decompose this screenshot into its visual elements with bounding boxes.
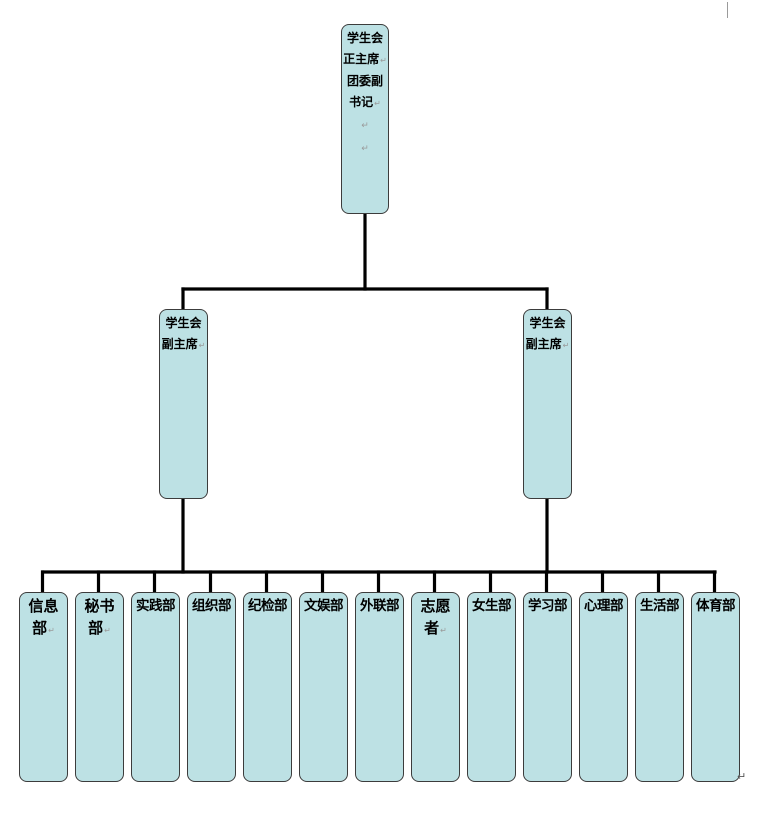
department-box: 志愿者↵ [411,592,460,782]
department-box: 纪检部 [243,592,292,782]
department-box: 体育部 [691,592,740,782]
department-label: 纪检部 [248,598,288,614]
vp-left-line-1: 学生会 [165,316,202,330]
department-box: 女生部 [467,592,516,782]
department-label: 秘书 [84,597,115,615]
department-label: 部 [32,619,48,637]
root-line-3: 团委副 [346,74,383,88]
paragraph-mark: ↵ [361,121,369,131]
department-label: 文娱部 [304,598,344,614]
department-label: 体育部 [696,598,736,614]
paragraph-mark: ↵ [440,626,447,635]
vice-president-box-left: 学生会 副主席↵ [159,309,208,499]
department-label: 生活部 [640,598,680,614]
department-box: 实践部 [131,592,180,782]
vice-president-box-right: 学生会 副主席↵ [523,309,572,499]
department-label: 部 [88,619,104,637]
paragraph-mark: ↵ [374,98,381,108]
root-president-box: 学生会 正主席↵ 团委副 书记↵ ↵ ↵ [341,24,389,214]
paragraph-mark: ↵ [198,340,206,350]
vp-right-line-1: 学生会 [529,316,566,330]
department-label: 志愿 [420,597,451,615]
vp-left-line-2: 副主席 [161,336,198,351]
text-cursor [727,2,728,18]
paragraph-mark: ↵ [361,143,369,154]
department-label: 者 [424,619,440,637]
department-drops [40,570,717,594]
root-line-2: 正主席 [343,51,380,66]
department-label: 实践部 [136,598,176,614]
department-box: 秘书部↵ [75,592,124,782]
paragraph-mark: ↵ [104,626,111,635]
department-label: 学习部 [528,598,568,614]
paragraph-mark: ↵ [562,340,570,350]
department-label: 信息 [28,597,59,615]
department-box: 外联部 [355,592,404,782]
paragraph-mark: ↵ [48,626,55,635]
department-label: 组织部 [192,598,232,614]
department-box: 信息部↵ [19,592,68,782]
department-label: 心理部 [584,598,624,614]
vp-right-line-2: 副主席 [525,336,562,351]
root-line-1: 学生会 [346,31,383,45]
department-box: 文娱部 [299,592,348,782]
department-label: 外联部 [360,598,400,614]
department-box: 学习部 [523,592,572,782]
department-label: 女生部 [472,598,512,614]
department-box: 心理部 [579,592,628,782]
end-paragraph-mark: ↵ [737,770,747,783]
paragraph-mark: ↵ [380,55,387,65]
department-box: 组织部 [187,592,236,782]
root-line-4: 书记 [349,94,374,109]
department-box: 生活部 [635,592,684,782]
